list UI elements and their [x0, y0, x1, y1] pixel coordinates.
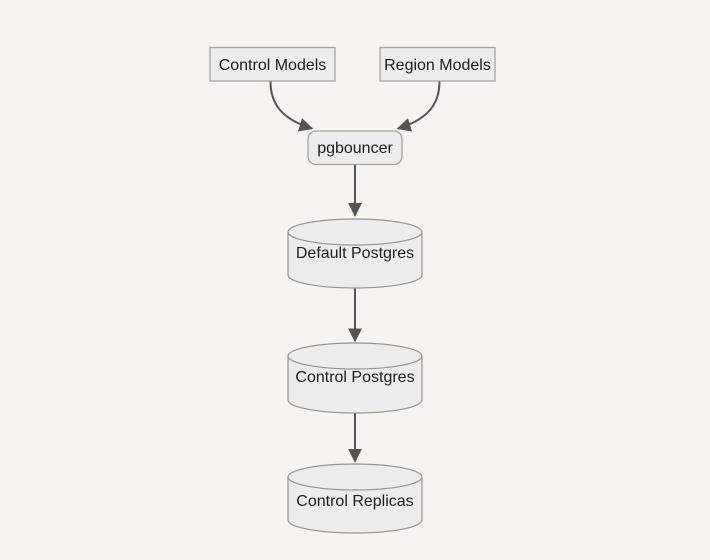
nodes-layer: Control Models Region Models pgbouncer D… — [209, 46, 496, 534]
node-region-models: Region Models — [379, 46, 496, 82]
edges-layer — [269, 81, 441, 463]
node-label-control-models: Control Models — [219, 57, 327, 74]
cylinder-body — [287, 232, 423, 289]
node-control-replicas: Control Replicas — [287, 463, 423, 534]
cylinder-body — [287, 477, 423, 534]
node-control-postgres: Control Postgres — [287, 342, 423, 414]
edge-control-models-to-pgbouncer — [269, 81, 314, 132]
rounded-rectangle-shape — [307, 130, 403, 166]
node-label-control-replicas: Control Replicas — [296, 493, 413, 510]
rectangle-shape — [209, 46, 336, 82]
cylinder-top — [287, 218, 423, 246]
node-default-postgres: Default Postgres — [287, 218, 423, 289]
node-label-pgbouncer: pgbouncer — [317, 140, 393, 157]
cylinder-top — [287, 342, 423, 370]
node-label-control-postgres: Control Postgres — [295, 369, 414, 386]
cylinder-body — [287, 356, 423, 414]
node-label-region-models: Region Models — [384, 57, 491, 74]
node-control-models: Control Models — [209, 46, 336, 82]
cylinder-top — [287, 463, 423, 491]
node-label-default-postgres: Default Postgres — [296, 245, 414, 262]
edge-region-models-to-pgbouncer — [396, 81, 441, 132]
rectangle-shape — [379, 46, 496, 82]
node-pgbouncer: pgbouncer — [307, 130, 403, 166]
